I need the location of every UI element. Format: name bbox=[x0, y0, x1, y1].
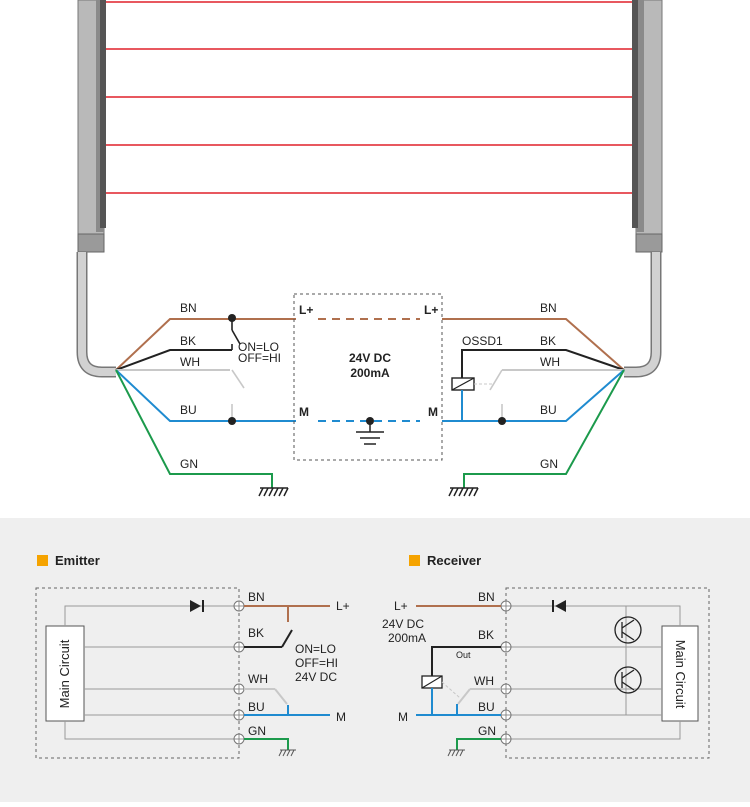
emitter-label-lplus: L+ bbox=[336, 599, 350, 613]
label-switch-off: OFF=HI bbox=[238, 351, 281, 365]
label-m-left: M bbox=[299, 405, 309, 419]
wiring-diagram-svg: BN BK WH BU GN ON=LO OFF=HI L+ L+ M M 24… bbox=[76, 0, 663, 497]
supply-box bbox=[293, 293, 443, 461]
emitter-schematic: Main Circuit BN BK WH BU GN L+ M ON=LO O… bbox=[35, 587, 350, 759]
label-bn-left: BN bbox=[180, 301, 197, 315]
receiver-label-bu: BU bbox=[478, 700, 495, 714]
transistor-2 bbox=[614, 666, 642, 694]
label-wh-left: WH bbox=[180, 355, 200, 369]
light-beams bbox=[106, 1, 632, 194]
receiver-label-gn: GN bbox=[478, 724, 496, 738]
receiver-supply-current: 200mA bbox=[388, 631, 426, 645]
label-bu-left: BU bbox=[180, 403, 197, 417]
wire-bu-left bbox=[115, 369, 296, 422]
receiver-label-m: M bbox=[398, 710, 408, 724]
label-lplus-left: L+ bbox=[299, 303, 313, 317]
receiver-housing bbox=[624, 0, 663, 378]
emitter-main-circuit-label: Main Circuit bbox=[57, 639, 72, 708]
schematics-panel: Main Circuit BN BK WH BU GN L+ M ON=LO O… bbox=[0, 518, 750, 802]
label-lplus-right: L+ bbox=[424, 303, 438, 317]
emitter-housing bbox=[76, 0, 116, 378]
receiver-title: Receiver bbox=[427, 553, 482, 568]
wiring-diagram: BN BK WH BU GN ON=LO OFF=HI L+ L+ M M 24… bbox=[76, 0, 663, 497]
label-supply-current: 200mA bbox=[350, 366, 390, 380]
emitter-note-voltage: 24V DC bbox=[295, 670, 337, 684]
receiver-bullet-icon bbox=[409, 555, 420, 566]
label-wh-right: WH bbox=[540, 355, 560, 369]
receiver-label-lplus: L+ bbox=[394, 599, 408, 613]
receiver-label-wh: WH bbox=[474, 674, 494, 688]
receiver-label-out: Out bbox=[456, 650, 471, 660]
receiver-main-circuit-label: Main Circuit bbox=[673, 640, 688, 709]
label-gn-left: GN bbox=[180, 457, 198, 471]
label-supply-voltage: 24V DC bbox=[349, 351, 391, 365]
label-bk-left: BK bbox=[180, 334, 196, 348]
emitter-note-on: ON=LO bbox=[295, 642, 336, 656]
ground-left bbox=[258, 487, 289, 497]
label-bn-right: BN bbox=[540, 301, 557, 315]
receiver-supply-voltage: 24V DC bbox=[382, 617, 424, 631]
emitter-label-wh: WH bbox=[248, 672, 268, 686]
transistor-1 bbox=[614, 616, 642, 644]
receiver-heading: Receiver bbox=[409, 553, 481, 568]
emitter-label-gn: GN bbox=[248, 724, 266, 738]
emitter-note-off: OFF=HI bbox=[295, 656, 338, 670]
emitter-label-m: M bbox=[336, 710, 346, 724]
emitter-label-bn: BN bbox=[248, 590, 265, 604]
emitter-title: Emitter bbox=[55, 553, 100, 568]
wire-gn-right bbox=[463, 369, 625, 488]
wire-bn-right bbox=[442, 318, 625, 371]
label-switch-on: ON=LO bbox=[238, 340, 279, 354]
wire-gn-left bbox=[115, 369, 273, 488]
label-bu-right: BU bbox=[540, 403, 557, 417]
emitter-bullet-icon bbox=[37, 555, 48, 566]
switch-left bbox=[228, 314, 245, 425]
ground-right bbox=[448, 487, 479, 497]
label-ossd: OSSD1 bbox=[462, 334, 503, 348]
relay-right bbox=[451, 369, 506, 425]
wire-bk-right bbox=[461, 349, 625, 378]
label-m-right: M bbox=[428, 405, 438, 419]
emitter-label-bk: BK bbox=[248, 626, 264, 640]
emitter-heading: Emitter bbox=[37, 553, 100, 568]
schematics-svg: Main Circuit BN BK WH BU GN L+ M ON=LO O… bbox=[35, 587, 710, 759]
wire-bu-right bbox=[442, 369, 625, 422]
receiver-schematic: Main Circuit BN BK WH BU GN L+ M 24V DC … bbox=[382, 587, 710, 759]
label-gn-right: GN bbox=[540, 457, 558, 471]
receiver-label-bk: BK bbox=[478, 628, 494, 642]
wire-bn-left bbox=[115, 318, 296, 371]
label-bk-right: BK bbox=[540, 334, 556, 348]
emitter-label-bu: BU bbox=[248, 700, 265, 714]
receiver-label-bn: BN bbox=[478, 590, 495, 604]
wire-bk-left bbox=[115, 349, 232, 371]
